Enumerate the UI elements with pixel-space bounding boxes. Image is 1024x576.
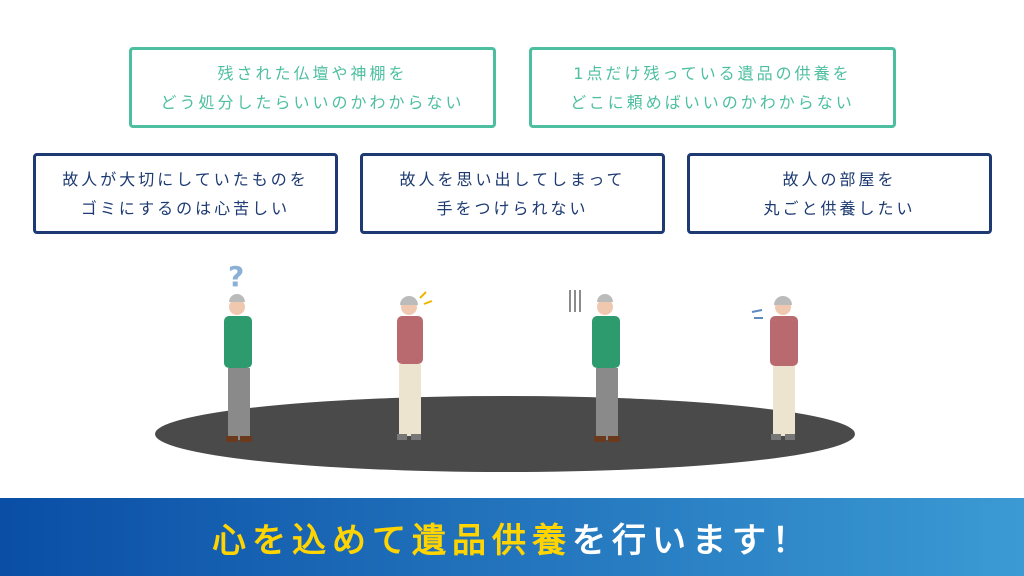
concern-text: ゴミにするのは心苦しい <box>80 198 291 218</box>
elderly-woman-crying <box>751 296 798 440</box>
concern-text: 残された仏壇や神棚を <box>217 63 408 83</box>
concern-text: 手をつけられない <box>436 198 589 218</box>
elderly-man-head-in-hand <box>569 290 620 442</box>
concern-box-room: 故人の部屋を 丸ごと供養したい <box>687 153 992 234</box>
concern-text: どう処分したらいいのかわからない <box>160 92 465 112</box>
people-illustration: ? <box>155 260 855 472</box>
elderly-man-confused: ? <box>224 260 252 442</box>
concern-box-altar: 残された仏壇や神棚を どう処分したらいいのかわからない <box>129 47 496 128</box>
floor-shadow <box>155 396 855 472</box>
message-banner: 心を込めて 遺品供養 を行います！ <box>0 498 1024 576</box>
question-mark-icon: ? <box>228 260 244 293</box>
concern-text: 丸ごと供養したい <box>763 198 916 218</box>
banner-highlight: 心を込めて <box>212 520 412 561</box>
concern-box-guilt: 故人が大切にしていたものを ゴミにするのは心苦しい <box>33 153 338 234</box>
concern-text: 故人の部屋を <box>782 169 897 189</box>
elderly-woman-worried <box>397 291 433 440</box>
banner-highlight: 遺品供養 <box>412 520 572 561</box>
concern-text: 1点だけ残っている遺品の供養を <box>573 63 852 83</box>
concern-text: どこに頼めばいいのかわからない <box>570 92 855 112</box>
concern-text: 故人を思い出してしまって <box>399 169 626 189</box>
concern-box-memories: 故人を思い出してしまって 手をつけられない <box>360 153 665 234</box>
concern-box-single-item: 1点だけ残っている遺品の供養を どこに頼めばいいのかわからない <box>529 47 896 128</box>
concern-text: 故人が大切にしていたものを <box>62 169 309 189</box>
banner-text: を行います！ <box>572 520 812 561</box>
